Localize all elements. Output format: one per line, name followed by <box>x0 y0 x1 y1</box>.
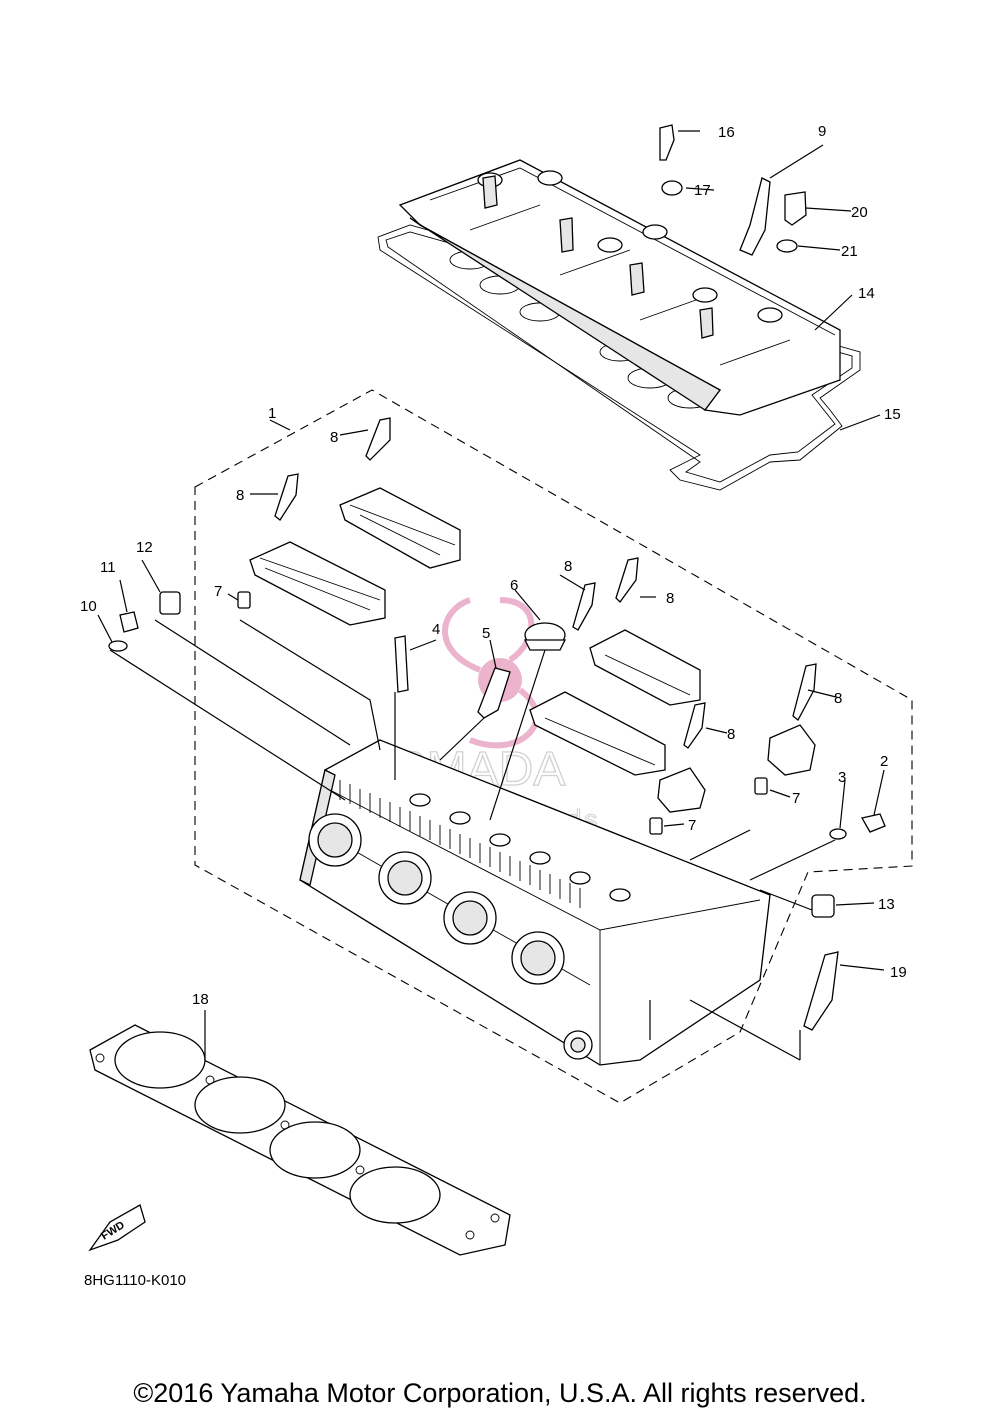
cylinder-head-gasket <box>89 1024 511 1256</box>
camshaft-cap-lower-left <box>249 541 386 626</box>
callout-8b: 8 <box>236 487 244 504</box>
callout-15: 15 <box>884 406 901 423</box>
diagram-code: 8HG1110-K010 <box>84 1272 187 1289</box>
cylinder-head <box>299 739 771 1066</box>
valve-cover <box>398 159 841 416</box>
callout-8d: 8 <box>666 590 674 607</box>
callout-21: 21 <box>841 243 858 260</box>
camshaft-cap-end <box>657 724 816 813</box>
callout-8f: 8 <box>727 726 735 743</box>
copyright-notice: ©2016 Yamaha Motor Corporation, U.S.A. A… <box>133 1378 867 1408</box>
callout-4: 4 <box>432 621 440 638</box>
assembly-boundary <box>194 389 913 1104</box>
callout-17: 17 <box>694 182 711 199</box>
callout-6: 6 <box>510 577 518 594</box>
hardware-parts <box>108 124 886 1031</box>
camshaft-cap-upper-left <box>339 487 461 569</box>
callout-18: 18 <box>192 991 209 1008</box>
callout-19: 19 <box>890 964 907 981</box>
callout-11: 11 <box>100 559 116 576</box>
callout-labels: 1 2 3 4 5 6 7 7 7 8 8 8 8 8 8 9 10 11 12… <box>80 123 907 1008</box>
callout-9: 9 <box>818 123 826 140</box>
callout-7b: 7 <box>792 790 800 807</box>
camshaft-cap-right <box>589 629 701 706</box>
combustion-ports <box>308 813 565 985</box>
callout-5: 5 <box>482 625 490 642</box>
callout-2: 2 <box>880 753 888 770</box>
valve-cover-gasket <box>377 224 861 491</box>
forward-direction-arrow: FWD <box>88 1204 146 1252</box>
callout-8a: 8 <box>330 429 338 446</box>
callout-12: 12 <box>136 539 153 556</box>
camshaft-cap-middle <box>529 691 666 776</box>
callout-1: 1 <box>268 405 276 422</box>
callout-3: 3 <box>838 769 846 786</box>
callout-14: 14 <box>858 285 875 302</box>
leader-lines <box>97 130 885 1061</box>
valve-seats <box>409 793 631 902</box>
head-fins <box>339 780 581 908</box>
callout-16: 16 <box>718 124 735 141</box>
callout-7a: 7 <box>214 583 222 600</box>
callout-8e: 8 <box>834 690 842 707</box>
callout-7c: 7 <box>688 817 696 834</box>
callout-8c: 8 <box>564 558 572 575</box>
callout-13: 13 <box>878 896 895 913</box>
callout-20: 20 <box>851 204 868 221</box>
callout-10: 10 <box>80 598 97 615</box>
